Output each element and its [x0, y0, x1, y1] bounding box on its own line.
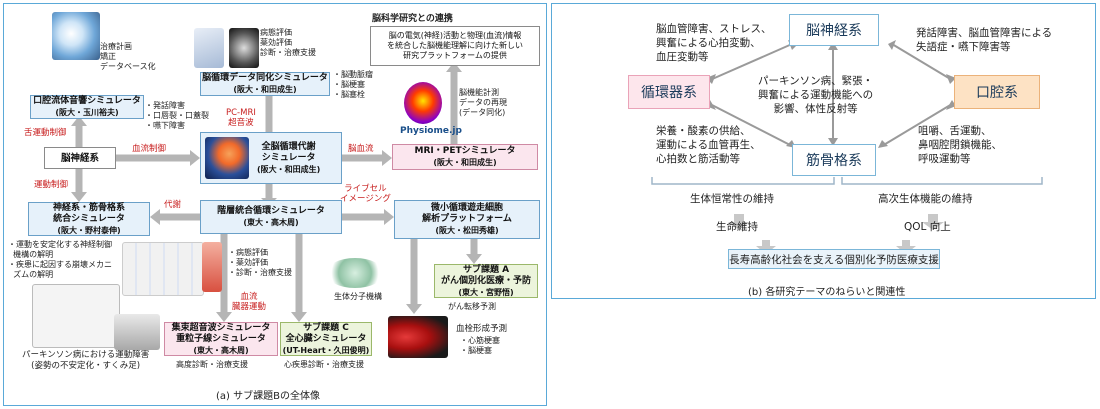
mri-note: 脳機能計測 データの再現 (データ同化) — [459, 88, 507, 117]
mol-label: 生体分子機構 — [334, 292, 382, 301]
label-livecell: ライブセル イメージング — [340, 184, 391, 204]
text-bottom-left: 栄養・酸素の供給、 運動による血管再生、 心拍数と筋活動等 — [656, 125, 761, 165]
whole-brain-text: 全脳循環代謝 シミュレータ (阪大・和田成生) — [257, 142, 320, 175]
pet-brain-image — [404, 82, 442, 124]
subA-box: サブ課題 A がん個別化医療・予防 (東大・宮野悟) — [434, 264, 538, 298]
left-caption: (a) サブ課題Bの全体像 — [216, 391, 320, 402]
subC-box: サブ課題 C 全心臓シミュレータ (UT-Heart・久田俊明) — [280, 322, 372, 356]
node-musc-label: 筋骨格系 — [806, 153, 862, 169]
musculo-sub: (阪大・野村泰伸) — [57, 225, 121, 235]
oral-simulator-title: 口腔流体音響シミュレータ — [33, 96, 141, 106]
node-circ: 循環器系 — [628, 75, 710, 109]
text-bottom-right: 咀嚼、舌運動、 鼻咽腔閉鎖機能、 呼吸運動等 — [918, 125, 1002, 165]
node-circ-label: 循環器系 — [641, 85, 697, 101]
gait-diagram-image — [32, 284, 120, 348]
label-metab: 代謝 — [164, 200, 182, 210]
micro-sub: (阪大・松田秀雄) — [435, 226, 499, 235]
focus-box: 集束超音波シミュレータ 重粒子線シミュレータ (東大・高木周) — [164, 322, 278, 356]
right-caption: (b) 各研究テーマのねらいと関連性 — [748, 287, 906, 298]
label-tongue: 舌運動制御 — [24, 128, 67, 138]
brain-vessel-image-1 — [194, 28, 224, 68]
whole-brain-box: 全脳循環代謝 シミュレータ (阪大・和田成生) — [200, 132, 342, 184]
nerve-box: 脳神経系 — [44, 147, 116, 169]
right-connectors — [651, 40, 1043, 254]
hier-box: 階層統合循環シミュレータ (東大・高木周) — [200, 200, 342, 234]
label-pcmri: PC-MRI 超音波 — [226, 108, 256, 128]
left-connectors — [71, 62, 482, 322]
vessel-image — [202, 242, 222, 292]
body-diagram-image — [122, 242, 204, 296]
head-brain-image — [205, 137, 249, 179]
whole-brain-title: 全脳循環代謝 シミュレータ — [261, 141, 316, 163]
brain-research-box: 脳の電気(神経)活動と物理(血流)情報 を統合した脳機能理解に向けた新しい 研究… — [370, 26, 540, 66]
goal-text: 長寿高齢化社会を支える個別化予防医療支援 — [729, 253, 939, 266]
musculo-bullets: ・運動を安定化する神経制御 機構の解明 ・疾患に起因する崩壊メカニ ズムの解明 — [8, 240, 112, 279]
hier-sub: (東大・高木周) — [243, 218, 299, 227]
text-center: パーキンソン病、緊張・ 興奮による運動機能への 影響、体性反射等 — [758, 75, 874, 115]
subC-title: サブ課題 C 全心臓シミュレータ — [285, 322, 367, 344]
molecule-image — [326, 258, 384, 288]
brain-data-bullets: ・脳動脈瘤 ・脳梗塞 ・脳塞栓 — [333, 70, 373, 99]
brain-data-title: 脳循環データ同化シミュレータ — [202, 73, 328, 83]
text-top-right: 発話障害、脳血管障害による 失語症・嚥下障害等 — [916, 27, 1053, 53]
oral-simulator-sub: (阪大・玉川裕夫) — [55, 108, 119, 117]
node-oral: 口腔系 — [954, 75, 1040, 109]
text-top-left: 脳血管障害、ストレス、 興奮による心拍変動、 血圧変動等 — [656, 23, 772, 63]
thrombus-bullets: ・心筋梗塞 ・脳梗塞 — [460, 336, 500, 355]
node-nerve: 脳神経系 — [789, 14, 879, 46]
thrombus-title: 血栓形成予測 — [456, 324, 508, 334]
musculo-box: 神経系・筋骨格系 統合シミュレータ (阪大・野村泰伸) — [28, 202, 150, 236]
ultrasound-device-image — [114, 314, 160, 350]
brain-data-box: 脳循環データ同化シミュレータ (阪大・和田成生) — [200, 72, 330, 96]
oral-note: 治療計画 矯正 データベース化 — [100, 42, 156, 71]
nerve-title: 脳神経系 — [60, 152, 99, 164]
musculo-title: 神経系・筋骨格系 統合シミュレータ — [52, 202, 125, 224]
subA-note: がん転移予測 — [448, 302, 496, 311]
label-qol: QOL 向上 — [904, 221, 951, 233]
subA-title: サブ課題 A がん個別化医療・予防 — [440, 264, 531, 286]
hier-title: 階層統合循環シミュレータ — [217, 206, 325, 216]
label-motor: 運動制御 — [34, 180, 69, 190]
subC-sub: (UT-Heart・久田俊明) — [282, 345, 370, 355]
musculo-caption: パーキンソン病における運動障害 (姿勢の不安定化・すくみ足) — [22, 350, 150, 371]
mri-pet-sub: (阪大・和田成生) — [433, 158, 497, 167]
left-panel: 治療計画 矯正 データベース化 口腔流体音響シミュレータ (阪大・玉川裕夫) ・… — [3, 3, 547, 406]
mri-pet-box: MRI・PETシミュレータ (阪大・和田成生) — [392, 144, 538, 170]
label-homeostasis: 生体恒常性の維持 — [690, 193, 774, 205]
mri-pet-title: MRI・PETシミュレータ — [414, 146, 516, 156]
micro-box: 微小循環遊走細胞 解析プラットフォーム (阪大・松田秀雄) — [394, 200, 540, 239]
brain-vessel-image-2 — [229, 28, 259, 68]
oral-bullets-visible: ・発話障害 ・口唇裂・口蓋裂 ・嚥下障害 — [145, 101, 209, 130]
label-life: 生命維持 — [716, 221, 758, 233]
oral-simulator-box: 口腔流体音響シミュレータ (阪大・玉川裕夫) — [30, 95, 144, 119]
label-blood-ctrl: 血流制御 — [132, 144, 167, 154]
subC-note: 心疾患診断・治療支援 — [284, 360, 364, 369]
focus-sub: (東大・高木周) — [193, 345, 249, 355]
subA-sub: (東大・宮野悟) — [458, 287, 514, 297]
label-cbf: 脳血流 — [348, 144, 374, 154]
brain-data-sub: (阪大・和田成生) — [233, 85, 297, 94]
whole-brain-sub: (阪大・和田成生) — [257, 164, 321, 174]
hier-bullets: ・病態評価 ・薬効評価 ・診断・治療支援 — [228, 248, 292, 277]
node-musc: 筋骨格系 — [792, 144, 876, 176]
label-higher: 高次生体機能の維持 — [878, 193, 973, 205]
goal-box: 長寿高齢化社会を支える個別化予防医療支援 — [728, 249, 940, 269]
physiome-logo: Physiome.jp — [400, 126, 462, 136]
node-oral-label: 口腔系 — [976, 85, 1018, 101]
brain-research-title: 脳科学研究との連携 — [372, 14, 453, 24]
oral-cavity-image — [52, 12, 100, 60]
right-panel: 脳神経系 循環器系 口腔系 筋骨格系 脳血管障害、ストレス、 興奮による心拍変動… — [551, 3, 1096, 299]
node-nerve-label: 脳神経系 — [806, 23, 862, 39]
label-organ: 血流 臓器運動 — [232, 292, 267, 312]
micro-title: 微小循環遊走細胞 解析プラットフォーム — [422, 203, 512, 224]
blood-cells-image — [388, 316, 448, 358]
brain-data-note: 病態評価 薬効評価 診断・治療支援 — [260, 28, 316, 57]
focus-title: 集束超音波シミュレータ 重粒子線シミュレータ — [171, 322, 271, 344]
brain-research-text: 脳の電気(神経)活動と物理(血流)情報 を統合した脳機能理解に向けた新しい 研究… — [387, 31, 523, 60]
focus-note: 高度診断・治療支援 — [176, 360, 248, 369]
